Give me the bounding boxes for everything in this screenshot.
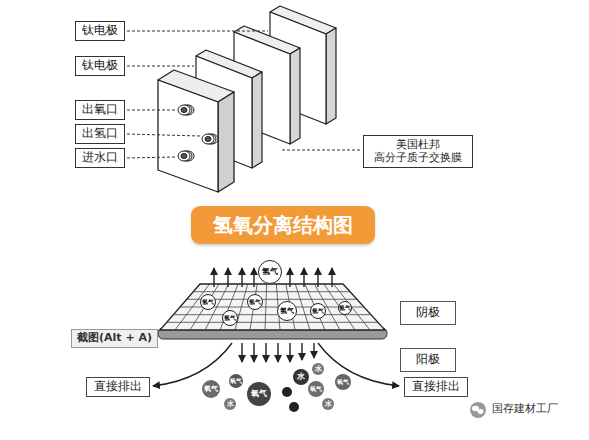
gas-bubble: 水 (224, 398, 236, 410)
gas-bubble: 水 (312, 363, 324, 375)
node-text: 钛电极 (82, 59, 118, 73)
node-text: 阴极 (416, 306, 440, 320)
flow-arrow (242, 343, 314, 362)
gas-bubble: 氧气 (202, 380, 220, 398)
node-text: 氧气 (251, 389, 267, 398)
gas-bubble: 氢气 (222, 310, 238, 326)
node-text: 水 (315, 365, 322, 373)
gas-bubble: 氢气 (258, 260, 282, 284)
node-text: 直接排出 (94, 380, 142, 394)
node-text: 氢气 (312, 308, 324, 315)
callout-box: 出氧口 (75, 100, 125, 120)
node-text: 水 (297, 372, 305, 381)
water-dot (282, 387, 299, 412)
pipe-fitting (178, 105, 194, 115)
gas-bubble: 氧气 (229, 374, 243, 388)
node-text: 水 (227, 400, 234, 408)
node-text: 氢气 (224, 315, 236, 322)
node-text: 氢气 (339, 305, 351, 312)
gas-bubble: 氢气 (338, 301, 352, 315)
node-text: 阳极 (416, 353, 440, 367)
callout-box: 钛电极 (75, 56, 125, 76)
gas-bubble: 氢气 (310, 303, 326, 319)
node-text: 出氧口 (82, 103, 118, 117)
callout-box: 出氢口 (75, 124, 125, 144)
electrode-box: 阴极 (400, 301, 456, 325)
electrode-box: 阳极 (400, 348, 456, 372)
membrane-grid (158, 284, 387, 339)
node-text: 进水口 (82, 151, 118, 165)
watermark-text: 国存建材工厂 (490, 402, 560, 415)
diagram-title: 氢氧分离结构图 (213, 213, 353, 237)
gas-bubble: 氧气 (335, 374, 351, 390)
membrane-note-box: 美国杜邦 高分子质子交换膜 (363, 135, 473, 168)
callout-box: 进水口 (75, 148, 125, 168)
callout-box: 钛电极 (75, 21, 125, 41)
gas-bubble: 氢气 (200, 294, 216, 310)
node-text: 氧气 (204, 385, 218, 393)
leader-line (127, 31, 362, 158)
gas-bubble: 氧气 (247, 382, 271, 406)
gas-bubble: 氢气 (247, 294, 263, 310)
node-text: 氢气 (202, 299, 214, 306)
outlet-box: 直接排出 (404, 377, 468, 397)
node-text: 截图(Alt + A) (77, 332, 152, 345)
node-text: 氢气 (262, 267, 278, 276)
node-text: 氧气 (310, 386, 322, 393)
gas-bubble: 水 (293, 369, 309, 385)
gas-bubble: 氢气 (277, 301, 297, 321)
pipe-fitting (202, 134, 218, 144)
wechat-icon (470, 402, 486, 418)
node-text: 氢气 (280, 307, 294, 315)
gas-bubble: 氧气 (308, 381, 324, 397)
title-banner: 氢氧分离结构图 (191, 206, 375, 244)
node-text: 钛电极 (82, 24, 118, 38)
node-text: 出氢口 (82, 127, 118, 141)
node-text: 直接排出 (412, 380, 460, 394)
node-text: 水 (325, 400, 332, 408)
pipe-fitting (178, 151, 194, 161)
outlet-box: 直接排出 (86, 377, 150, 397)
node-text: 氢气 (249, 299, 261, 306)
exhaust-arrow (153, 343, 399, 386)
tooltip-box: 截图(Alt + A) (71, 329, 158, 348)
gas-bubble: 水 (322, 398, 334, 410)
node-text: 氧气 (230, 378, 242, 385)
node-text: 美国杜邦 高分子质子交换膜 (368, 139, 468, 164)
node-text: 氧气 (337, 379, 349, 386)
end-plate (158, 70, 234, 192)
